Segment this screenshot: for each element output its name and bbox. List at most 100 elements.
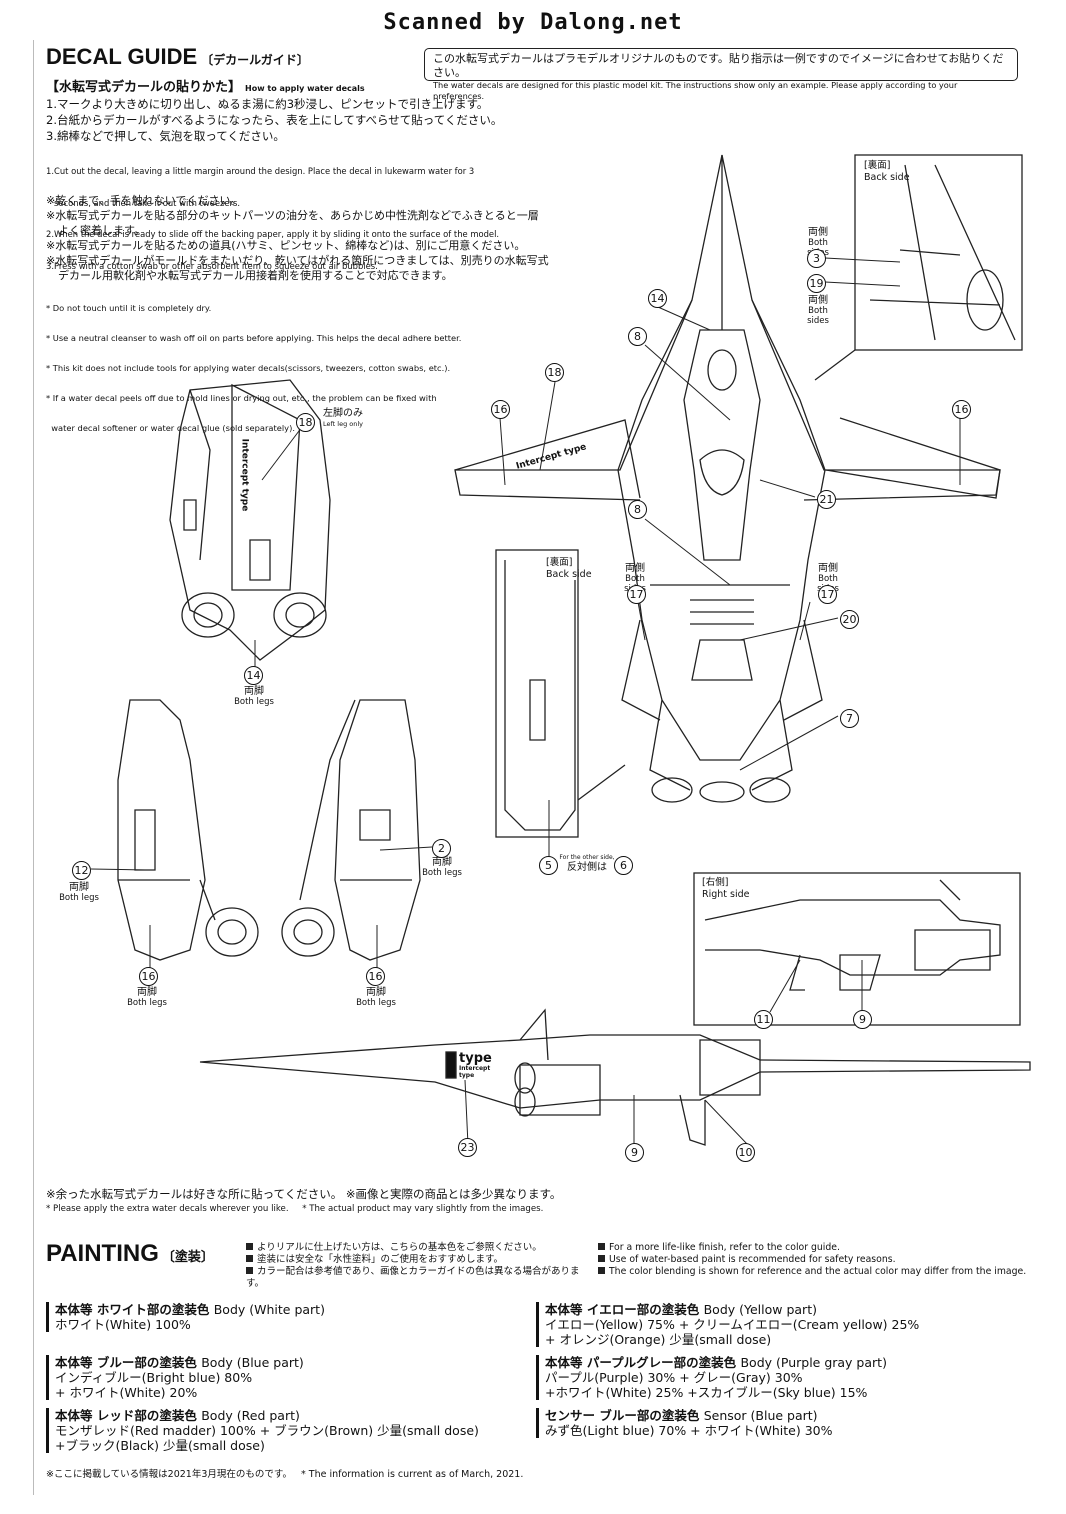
step-en: seconds, and then take it out with tweez… bbox=[46, 197, 240, 208]
bullet-square-icon bbox=[246, 1267, 253, 1274]
both-legs-jp: 両脚 bbox=[69, 882, 89, 893]
decal-guide-title: DECAL GUIDE〔デカールガイド〕 bbox=[46, 44, 309, 70]
other-side-en: For the other side, bbox=[559, 854, 615, 861]
bullet-square-icon bbox=[598, 1267, 605, 1274]
decal-note-jp: この水転写式デカールはプラモデルオリジナルのものです。貼り指示は一例ですのでイメ… bbox=[433, 52, 1004, 79]
decal-number: 20 bbox=[840, 610, 859, 629]
decal-note-en: The water decals are designed for this p… bbox=[433, 80, 958, 101]
color-recipe-line: モンザレッド(Red madder) 100% + ブラウン(Brown) 少量… bbox=[55, 1423, 479, 1438]
painting-note-text: 塗装には安全な「水性塗料」のご使用をおすすめします。 bbox=[257, 1254, 504, 1265]
color-recipe-title: 本体等 ブルー部の塗装色 Body (Blue part) bbox=[55, 1355, 304, 1370]
both-legs-label: 両脚 Both legs bbox=[125, 987, 169, 1009]
decal-number: 2 bbox=[432, 839, 451, 858]
decal-number: 12 bbox=[72, 861, 91, 880]
decal-guide-title-jp: 〔デカールガイド〕 bbox=[201, 53, 309, 67]
bullet-square-icon bbox=[598, 1243, 605, 1250]
howto-heading-en: How to apply water decals bbox=[245, 84, 365, 93]
back-side-label-mid: [裏面] Back side bbox=[546, 557, 592, 581]
color-title-en: Body (Purple gray part) bbox=[740, 1355, 887, 1370]
decal-number: 8 bbox=[628, 500, 647, 519]
back-side-label-en: Back side bbox=[546, 569, 592, 580]
color-title-jp: センサー ブルー部の塗装色 bbox=[545, 1408, 700, 1423]
both-sides-jp: 両側 bbox=[808, 227, 828, 238]
extra-decal-note-en: * Please apply the extra water decals wh… bbox=[46, 1204, 544, 1214]
decal-number: 23 bbox=[458, 1138, 477, 1157]
decal-note-box: この水転写式デカールはプラモデルオリジナルのものです。貼り指示は一例ですのでイメ… bbox=[424, 48, 1018, 101]
color-recipe-title: 本体等 ホワイト部の塗装色 Body (White part) bbox=[55, 1302, 325, 1317]
color-title-jp: 本体等 ホワイト部の塗装色 bbox=[55, 1302, 210, 1317]
decal-number: 6 bbox=[614, 856, 633, 875]
step-en: 2.When the decal is ready to slide off t… bbox=[46, 229, 500, 239]
color-recipe-line: +ブラック(Black) 少量(small dose) bbox=[55, 1438, 265, 1453]
decal-number: 16 bbox=[139, 967, 158, 986]
other-side-label: For the other side, 反対側は bbox=[557, 853, 617, 873]
painting-title: PAINTING〔塗装〕 bbox=[46, 1240, 214, 1268]
painting-note-en: Use of water-based paint is recommended … bbox=[598, 1254, 1038, 1266]
note-jp: ※水転写式デカールを貼るための道具(ハサミ、ピンセット、綿棒など)は、別にご用意… bbox=[46, 239, 526, 252]
color-recipe-title: 本体等 レッド部の塗装色 Body (Red part) bbox=[55, 1408, 479, 1423]
decal-number: 14 bbox=[648, 289, 667, 308]
left-leg-only-jp: 左脚のみ bbox=[323, 408, 363, 419]
decal-number: 19 bbox=[807, 274, 826, 293]
both-sides-label: 両側 Both sides bbox=[796, 295, 840, 327]
both-legs-label: 両脚 Both legs bbox=[57, 882, 101, 904]
note-en: * This kit does not include tools for ap… bbox=[46, 363, 451, 373]
painting-note-jp: カラー配合は参考値であり、画像とカラーガイドの色は異なる場合があります。 bbox=[246, 1266, 596, 1290]
both-sides-en: Both sides bbox=[807, 306, 829, 326]
color-recipe-line: +ホワイト(White) 25% +スカイブルー(Sky blue) 15% bbox=[545, 1385, 868, 1400]
type-decal-rifle: type Intercept type bbox=[459, 1052, 499, 1079]
painting-note-text: よりリアルに仕上げたい方は、こちらの基本色をご参照ください。 bbox=[257, 1242, 542, 1253]
extra-decal-note-jp: ※余った水転写式デカールは好きな所に貼ってください。 ※画像と実際の商品とは多少… bbox=[46, 1187, 562, 1201]
page-frame bbox=[33, 40, 1036, 1495]
bullet-square-icon bbox=[598, 1255, 605, 1262]
painting-notes-jp: よりリアルに仕上げたい方は、こちらの基本色をご参照ください。 塗装には安全な「水… bbox=[246, 1242, 596, 1290]
note-en: * Do not touch until it is completely dr… bbox=[46, 303, 212, 313]
both-legs-jp: 両脚 bbox=[244, 686, 264, 697]
rifle-view bbox=[199, 1008, 1031, 1146]
painting-note-en: The color blending is shown for referenc… bbox=[598, 1266, 1038, 1278]
fighter-top-view bbox=[454, 154, 1001, 803]
step-en: 1.Cut out the decal, leaving a little ma… bbox=[46, 166, 475, 176]
decal-number: 18 bbox=[296, 413, 315, 432]
color-recipe-title: 本体等 パープルグレー部の塗装色 Body (Purple gray part) bbox=[545, 1355, 887, 1370]
color-recipe-line: + オレンジ(Orange) 少量(small dose) bbox=[545, 1332, 772, 1347]
bullet-square-icon bbox=[246, 1243, 253, 1250]
decal-number: 16 bbox=[366, 967, 385, 986]
decal-number: 16 bbox=[491, 400, 510, 419]
both-legs-jp: 両脚 bbox=[366, 987, 386, 998]
color-recipe-line: パープル(Purple) 30% + グレー(Gray) 30% bbox=[545, 1370, 803, 1385]
notes-en: * Do not touch until it is completely dr… bbox=[46, 283, 566, 443]
notes-jp: ※乾くまで、手を触れないでください。 ※水転写式デカールを貼る部分のキットパーツ… bbox=[46, 193, 556, 283]
watermark: Scanned by Dalong.net bbox=[383, 10, 683, 35]
color-recipe-blue: 本体等 ブルー部の塗装色 Body (Blue part) インディブルー(Br… bbox=[46, 1355, 304, 1400]
color-title-jp: 本体等 イエロー部の塗装色 bbox=[545, 1302, 700, 1317]
intercept-decal-leg: Intercept type bbox=[239, 438, 250, 512]
right-side-label-jp: [右側] bbox=[702, 877, 729, 888]
both-legs-jp: 両脚 bbox=[137, 987, 157, 998]
steps-en: 1.Cut out the decal, leaving a little ma… bbox=[46, 145, 556, 282]
color-recipe-line: イエロー(Yellow) 75% + クリームイエロー(Cream yellow… bbox=[545, 1317, 920, 1332]
painting-note-jp: よりリアルに仕上げたい方は、こちらの基本色をご参照ください。 bbox=[246, 1242, 596, 1254]
leg-top-view bbox=[169, 379, 331, 661]
leg-side-view-left bbox=[117, 699, 259, 961]
both-sides-jp: 両側 bbox=[808, 295, 828, 306]
color-title-en: Sensor (Blue part) bbox=[703, 1408, 818, 1423]
both-legs-en: Both legs bbox=[234, 697, 274, 707]
leg-side-view-right bbox=[281, 699, 421, 961]
painting-note-en: For a more life-like finish, refer to th… bbox=[598, 1242, 1038, 1254]
other-side-jp: 反対側は bbox=[567, 862, 607, 873]
color-title-en: Body (White part) bbox=[213, 1302, 325, 1317]
color-title-jp: 本体等 ブルー部の塗装色 bbox=[55, 1355, 197, 1370]
back-side-label-top: [裏面] Back side bbox=[864, 160, 910, 184]
painting-note-text: For a more life-like finish, refer to th… bbox=[609, 1242, 840, 1253]
right-side-label-en: Right side bbox=[702, 889, 750, 900]
color-title-jp: 本体等 レッド部の塗装色 bbox=[55, 1408, 197, 1423]
both-legs-label: 両脚 Both legs bbox=[420, 858, 464, 879]
back-side-label-en: Back side bbox=[864, 172, 910, 183]
note-en: * Use a neutral cleanser to wash off oil… bbox=[46, 333, 462, 343]
bullet-square-icon bbox=[246, 1255, 253, 1262]
both-legs-en: Both legs bbox=[59, 893, 99, 903]
note-jp: よく密着します。 bbox=[58, 224, 145, 237]
step-jp: 1.マークより大きめに切り出し、ぬるま湯に約3秒浸し、ピンセットで引き上げます。 bbox=[46, 97, 489, 111]
both-legs-en: Both legs bbox=[127, 998, 167, 1008]
